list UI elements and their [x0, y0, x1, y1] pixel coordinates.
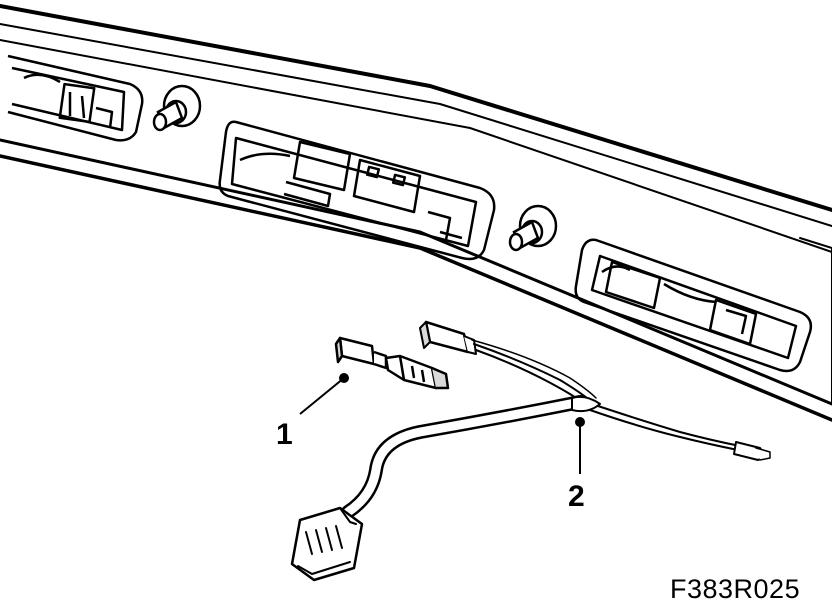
- light-bar-panel: [0, 4, 832, 422]
- figure-code-label: F383R025: [670, 574, 801, 604]
- callout-number-1: 1: [276, 418, 293, 451]
- lamp-opening-center: [218, 120, 496, 261]
- lamp-opening-left: [7, 54, 144, 142]
- mounting-stud-right: [508, 204, 558, 252]
- leader-line-2: [575, 417, 585, 474]
- mounting-stud-left: [152, 84, 202, 132]
- part-1-connector: [334, 336, 450, 390]
- callout-number-2: 2: [568, 480, 585, 513]
- lamp-opening-right: [574, 238, 813, 373]
- part-2-wiring-harness: [290, 320, 771, 582]
- harness-lower-connector: [290, 506, 364, 582]
- leader-line-1: [299, 373, 349, 415]
